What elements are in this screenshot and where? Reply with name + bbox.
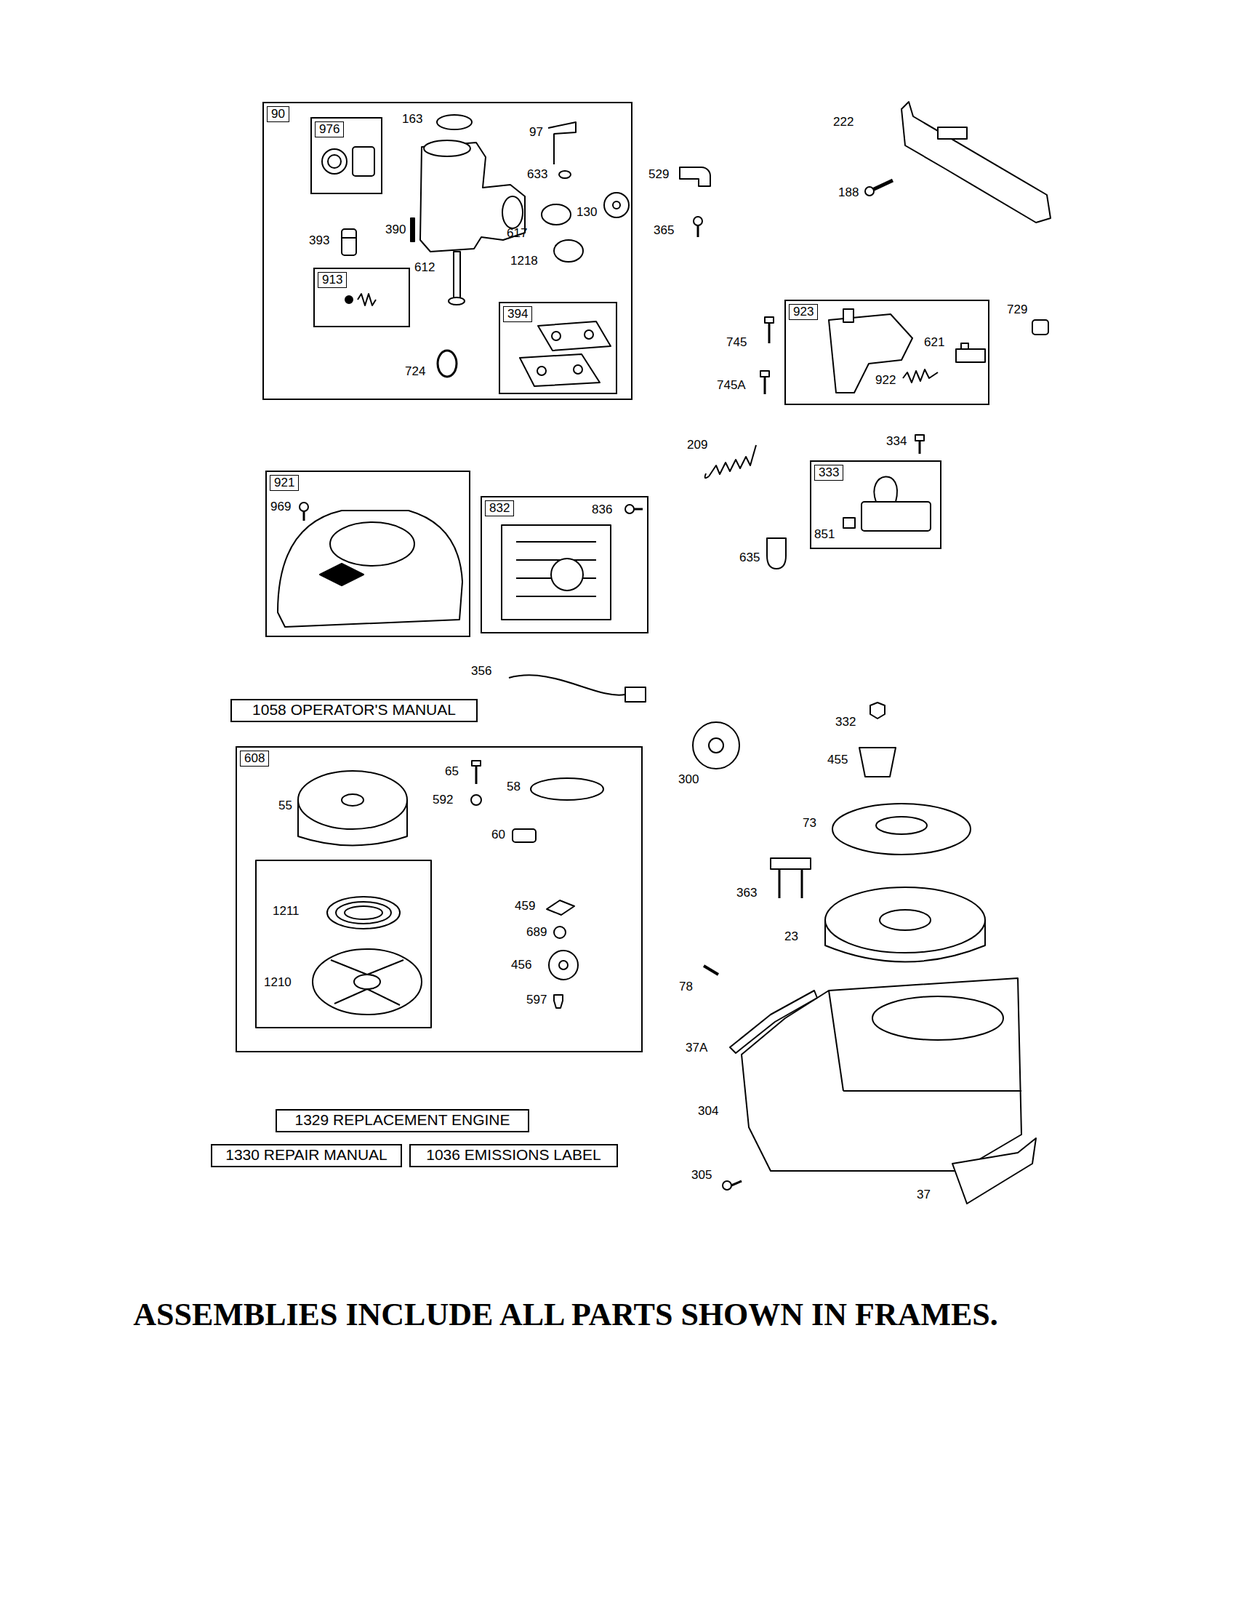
box-text: 1330 REPAIR MANUAL	[225, 1145, 388, 1164]
reference-box: 1329 REPLACEMENT ENGINE	[275, 1108, 530, 1132]
callout-number: 163	[402, 111, 423, 127]
callout-number: 592	[432, 792, 453, 807]
callout-number: 130	[576, 205, 597, 220]
callout-number: 300	[678, 772, 699, 787]
callout-number: 73	[802, 815, 817, 831]
callout-number: 55	[278, 798, 293, 813]
frame-number: 608	[239, 750, 269, 767]
callout-number: 65	[444, 764, 459, 779]
assembly-frame: 923	[784, 299, 990, 405]
callout-number: 724	[404, 364, 426, 379]
callout-number: 356	[471, 663, 492, 679]
callout-number: 334	[886, 434, 907, 449]
frame-number: 832	[484, 500, 514, 517]
callout-number: 1210	[263, 974, 292, 990]
callout-number: 621	[924, 335, 945, 350]
callout-number: 390	[385, 222, 406, 238]
frame-number: 333	[814, 464, 844, 481]
frame-number: 913	[317, 271, 347, 288]
callout-number: 365	[653, 223, 674, 238]
callout-number: 729	[1006, 302, 1028, 317]
callout-number: 363	[736, 885, 757, 901]
reference-box: 1058 OPERATOR'S MANUAL	[230, 698, 478, 722]
callout-number: 456	[511, 957, 532, 973]
callout-number: 635	[739, 550, 760, 565]
callout-number: 37	[916, 1187, 931, 1202]
caption: ASSEMBLIES INCLUDE ALL PARTS SHOWN IN FR…	[133, 1295, 999, 1333]
callout-number: 58	[506, 779, 521, 794]
assembly-frame: 913	[313, 267, 411, 328]
callout-number: 529	[648, 167, 669, 182]
reference-box: 1330 REPAIR MANUAL	[210, 1143, 403, 1167]
callout-number: 597	[526, 992, 547, 1007]
callout-number: 209	[687, 437, 708, 453]
box-text: 1036 EMISSIONS LABEL	[426, 1145, 601, 1164]
callout-number: 222	[833, 114, 854, 130]
callout-number: 97	[529, 125, 544, 140]
callout-number: 393	[308, 233, 330, 248]
callout-number: 745	[726, 335, 747, 350]
callout-number: 188	[838, 185, 859, 200]
callout-number: 78	[679, 979, 693, 994]
frame-number: 976	[314, 121, 344, 138]
box-text: 1058 OPERATOR'S MANUAL	[252, 700, 456, 720]
callout-number: 332	[835, 714, 856, 730]
assembly-frame: 608	[235, 745, 643, 1052]
callout-number: 23	[784, 929, 799, 944]
box-text: 1329 REPLACEMENT ENGINE	[294, 1110, 510, 1130]
callout-number: 633	[527, 167, 548, 182]
frame-number: 394	[503, 306, 533, 323]
reference-box: 1036 EMISSIONS LABEL	[409, 1143, 618, 1167]
callout-number: 745A	[716, 378, 746, 393]
callout-number: 922	[875, 372, 896, 388]
callout-number: 60	[491, 827, 506, 842]
callout-number: 617	[506, 226, 528, 241]
callout-number: 37A	[685, 1040, 708, 1055]
frame-number: 923	[788, 303, 818, 320]
callout-number: 836	[591, 502, 613, 517]
callout-number: 1211	[272, 903, 300, 919]
callout-number: 851	[814, 527, 835, 542]
assembly-frame: 832	[480, 495, 649, 634]
callout-number: 305	[691, 1167, 712, 1183]
callout-number: 689	[526, 924, 547, 940]
callout-number: 304	[697, 1103, 719, 1119]
callout-number: 969	[270, 499, 291, 514]
assembly-frame: 976	[310, 117, 383, 195]
assembly-frame: 90 976 913 394	[262, 101, 633, 400]
callout-number: 1218	[510, 253, 538, 269]
assembly-frame: 394	[498, 301, 618, 395]
assembly-frame: 921	[265, 470, 471, 637]
frame-number: 921	[269, 474, 299, 491]
callout-number: 455	[827, 752, 848, 767]
callout-number: 612	[414, 260, 435, 275]
frame-number: 90	[266, 106, 290, 123]
callout-number: 459	[514, 898, 536, 914]
